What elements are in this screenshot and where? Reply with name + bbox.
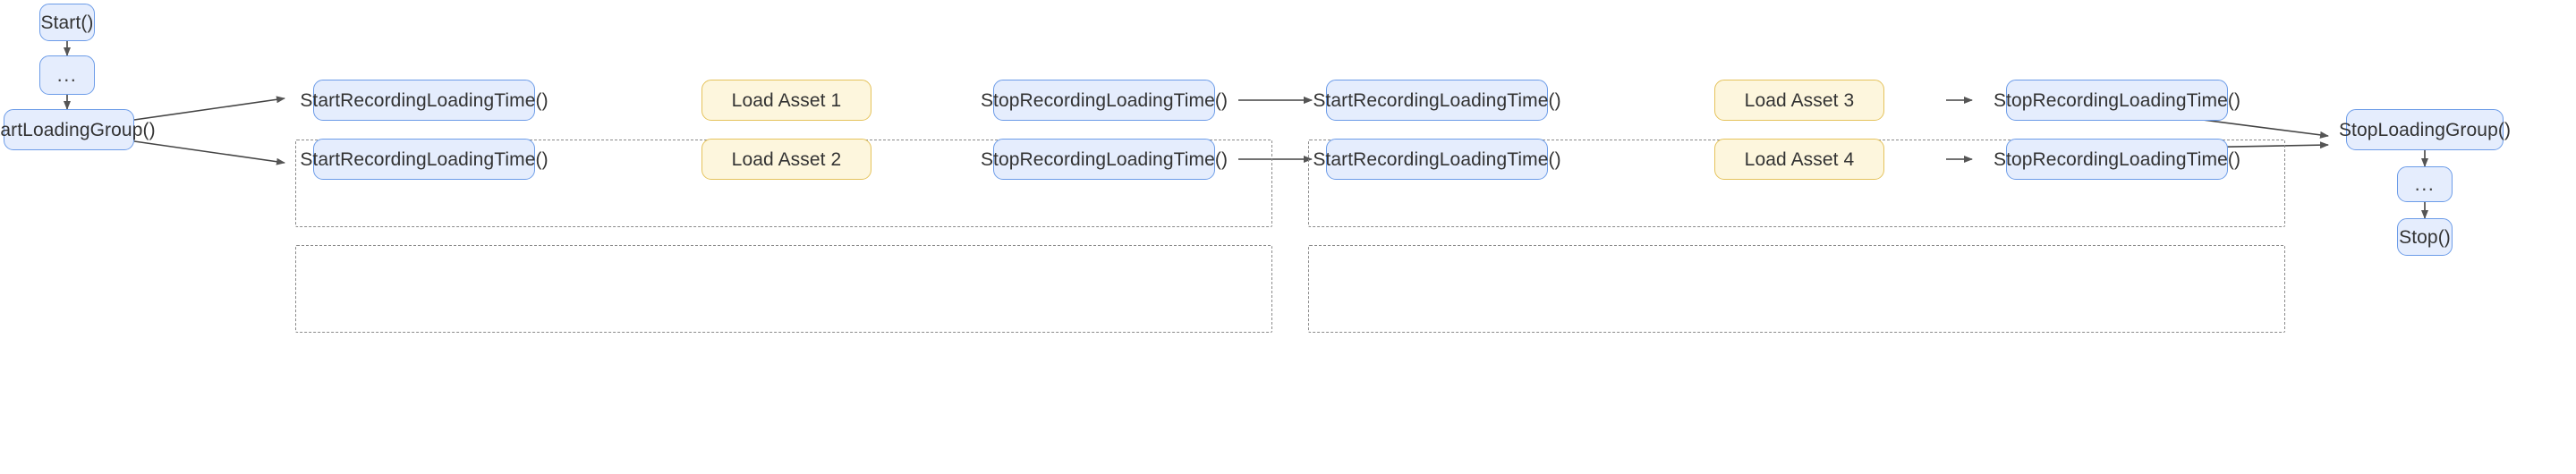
node-start-loading-group-label: StartLoadingGroup() xyxy=(0,119,156,140)
node-ellipsis-top[interactable]: ... xyxy=(39,55,95,95)
node-row2-load-asset[interactable]: Load Asset 2 xyxy=(701,139,871,180)
node-stop-label: Stop() xyxy=(2399,226,2451,248)
node-row2-load-asset-label: Load Asset 2 xyxy=(731,148,842,170)
node-ellipsis-bottom-label: ... xyxy=(2414,173,2436,195)
node-row1-load-asset-label: Load Asset 1 xyxy=(731,89,842,111)
node-start[interactable]: Start() xyxy=(39,4,95,41)
node-row1-start-recording[interactable]: StartRecordingLoadingTime() xyxy=(300,80,548,121)
node-row1-stop-recording[interactable]: StopRecordingLoadingTime() xyxy=(981,80,1228,121)
node-row4-load-asset[interactable]: Load Asset 4 xyxy=(1714,139,1884,180)
node-start-loading-group[interactable]: StartLoadingGroup() xyxy=(0,109,156,150)
node-row2-start-recording[interactable]: StartRecordingLoadingTime() xyxy=(300,139,548,180)
node-row2-stop-recording-label: StopRecordingLoadingTime() xyxy=(980,148,1228,170)
node-row4-load-asset-label: Load Asset 4 xyxy=(1744,148,1855,170)
node-stop-loading-group[interactable]: StopLoadingGroup() xyxy=(2339,109,2511,150)
node-row4-stop-recording-label: StopRecordingLoadingTime() xyxy=(1993,148,2241,170)
node-ellipsis-bottom[interactable]: ... xyxy=(2397,166,2453,202)
node-row3-start-recording-label: StartRecordingLoadingTime() xyxy=(1313,89,1561,111)
node-row4-start-recording-label: StartRecordingLoadingTime() xyxy=(1313,148,1561,170)
node-row4-start-recording[interactable]: StartRecordingLoadingTime() xyxy=(1313,139,1561,180)
node-row3-start-recording[interactable]: StartRecordingLoadingTime() xyxy=(1313,80,1561,121)
node-stop-loading-group-label: StopLoadingGroup() xyxy=(2338,119,2512,140)
subgraph-group-1-row-2 xyxy=(295,245,1272,333)
node-row2-start-recording-label: StartRecordingLoadingTime() xyxy=(300,148,548,170)
node-ellipsis-top-label: ... xyxy=(56,63,78,86)
node-row2-stop-recording[interactable]: StopRecordingLoadingTime() xyxy=(981,139,1228,180)
node-row1-stop-recording-label: StopRecordingLoadingTime() xyxy=(980,89,1228,111)
node-row3-stop-recording-label: StopRecordingLoadingTime() xyxy=(1993,89,2241,111)
node-row1-start-recording-label: StartRecordingLoadingTime() xyxy=(300,89,548,111)
node-row3-stop-recording[interactable]: StopRecordingLoadingTime() xyxy=(1994,80,2240,121)
node-start-label: Start() xyxy=(40,12,94,33)
subgraph-group-2-row-2 xyxy=(1308,245,2285,333)
node-stop[interactable]: Stop() xyxy=(2397,218,2453,256)
node-row3-load-asset[interactable]: Load Asset 3 xyxy=(1714,80,1884,121)
node-row3-load-asset-label: Load Asset 3 xyxy=(1744,89,1855,111)
node-row1-load-asset[interactable]: Load Asset 1 xyxy=(701,80,871,121)
node-row4-stop-recording[interactable]: StopRecordingLoadingTime() xyxy=(1994,139,2240,180)
